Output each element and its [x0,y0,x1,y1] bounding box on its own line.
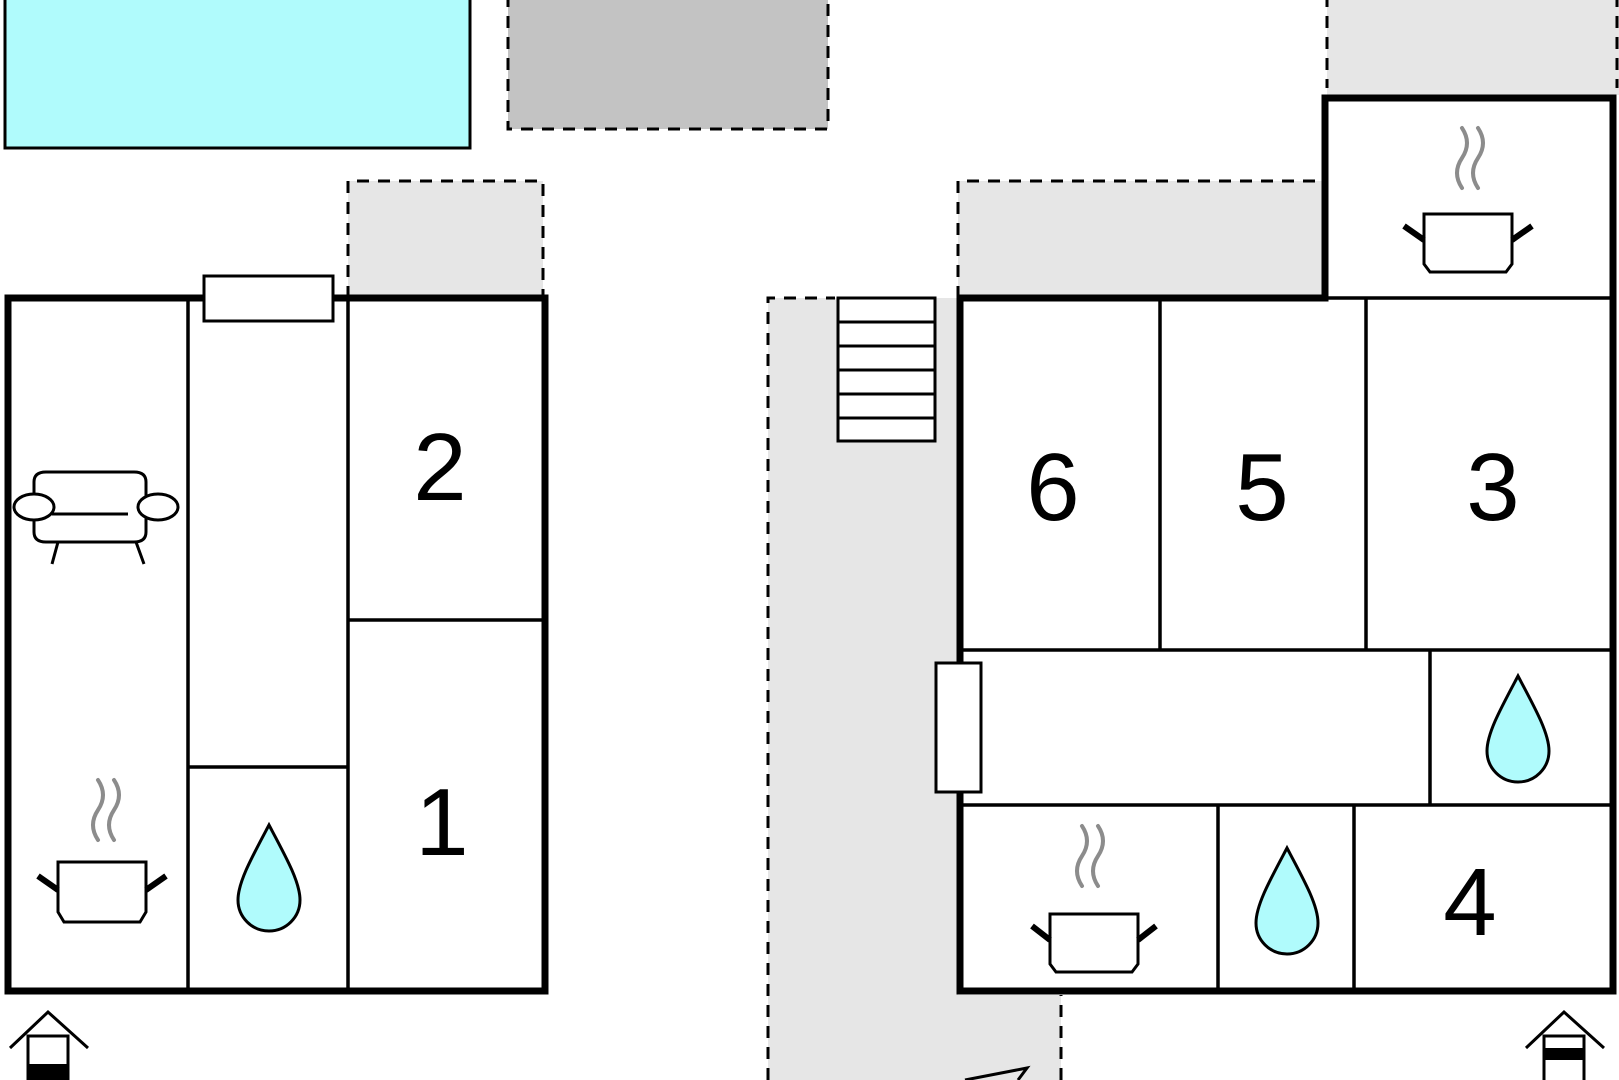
water-drop-icon [236,821,302,933]
entrance-icon [8,1009,90,1080]
right-house [934,94,1617,995]
room-number-4: 4 [1443,849,1496,956]
terrace-right-top [1325,0,1619,95]
window-left-house [202,274,335,323]
swimming-pool [3,0,472,150]
carport [506,0,830,131]
window-right-house [934,661,983,794]
cooking-pot-icon [1030,824,1158,974]
room-number-3: 3 [1466,434,1519,541]
terrace-left [346,179,545,298]
water-drop-icon [1485,672,1551,784]
room-number-1: 1 [415,769,468,876]
terrace-right-middle [956,179,1327,298]
cooking-pot-icon [1402,126,1534,274]
water-drop-icon [1254,844,1320,956]
room-number-2: 2 [413,414,466,521]
sofa-icon [12,470,180,565]
room-number-5: 5 [1235,434,1288,541]
entrance-icon [1524,1009,1606,1080]
room-number-6: 6 [1026,434,1079,541]
left-house [4,274,549,995]
walkway [766,296,1063,1080]
stairs-icon [836,296,937,443]
cooking-pot-icon [36,778,168,924]
